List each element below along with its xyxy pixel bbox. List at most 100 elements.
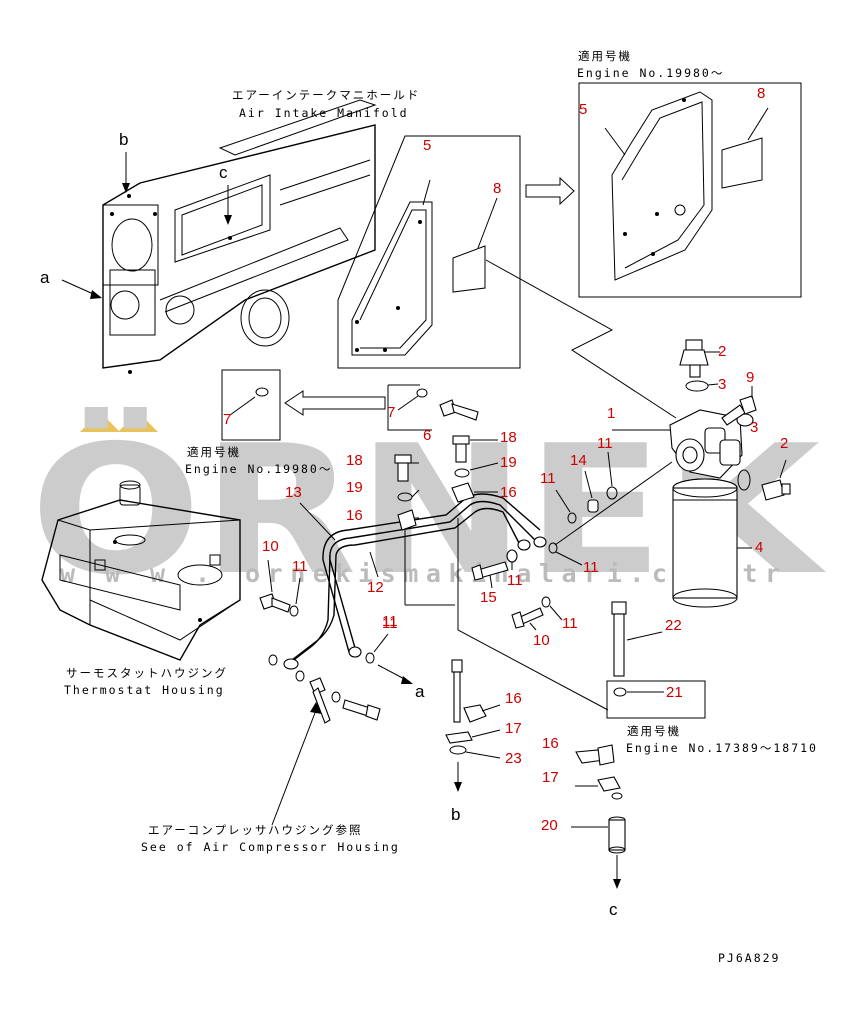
tube-assembly — [283, 493, 547, 670]
arrow-to-new-version — [525, 176, 575, 206]
callout-19-center: 19 — [500, 454, 517, 471]
manifold-label-en: Air Intake Manifold — [239, 106, 409, 120]
callout-23: 23 — [505, 750, 522, 767]
air-intake-manifold — [102, 99, 377, 374]
washer-11-g — [268, 654, 278, 666]
callout-16-b: 16 — [505, 690, 522, 707]
view-letter-c-top: c — [219, 163, 228, 182]
callout-16-center: 16 — [500, 484, 517, 501]
washer-11-d — [548, 542, 558, 554]
arrow-left-spacer — [284, 390, 386, 416]
leader-bracket-to-head — [485, 259, 677, 419]
watermark-accent-left — [80, 412, 120, 432]
clamp-bolt-left — [394, 454, 420, 531]
sensor-2-top — [679, 339, 720, 378]
eye-bolt-15 — [471, 549, 518, 589]
view-letter-a-left: a — [40, 268, 50, 287]
callout-12: 12 — [367, 579, 384, 596]
serial3-label-en: Engine No.17389～18710 — [626, 741, 818, 755]
washer-11-a — [606, 486, 618, 500]
callout-11-d: 11 — [583, 559, 599, 576]
o-ring-3-top — [685, 380, 709, 392]
callout-18-center: 18 — [500, 429, 517, 446]
callout-20: 20 — [541, 817, 558, 834]
callout-3-top: 3 — [718, 376, 726, 393]
compressor-label-en: See of Air Compressor Housing — [141, 840, 400, 854]
clamp-bolt-center — [451, 435, 499, 503]
callout-8-right: 8 — [757, 85, 765, 102]
serial3-label-jp: 適用号機 — [627, 724, 681, 738]
bolt-column-b — [445, 659, 501, 759]
callout-11-b: 11 — [540, 470, 556, 487]
callout-10-left: 10 — [262, 538, 279, 555]
thermostat-label-jp: サーモスタットハウジング — [66, 666, 228, 680]
callout-11-h: 11 — [382, 615, 398, 632]
washer-11-b — [567, 512, 577, 524]
filter-head — [612, 409, 754, 479]
bolt-6 — [439, 399, 479, 421]
serial1-label-jp: 適用号機 — [578, 49, 632, 63]
callout-2-right: 2 — [780, 435, 788, 452]
manifold-label-jp: エアーインテークマニホールド — [232, 88, 420, 102]
callout-11-c: 11 — [507, 572, 523, 589]
callout-19-left: 19 — [346, 479, 363, 496]
drawing-code: PJ6A829 — [718, 951, 780, 965]
washer-11-i — [295, 670, 305, 682]
callout-16-left: 16 — [346, 507, 363, 524]
callout-21: 21 — [666, 684, 683, 701]
callout-17-c: 17 — [542, 769, 559, 786]
callout-10-right: 10 — [533, 632, 550, 649]
washer-21 — [613, 687, 627, 697]
callout-9: 9 — [746, 369, 754, 386]
callout-11-f: 11 — [292, 558, 308, 575]
callout-8-center: 8 — [493, 180, 501, 197]
thermostat-housing — [41, 480, 241, 661]
callout-11-e: 11 — [562, 615, 578, 632]
callout-1: 1 — [607, 405, 615, 422]
detail-box-washer-21 — [606, 680, 706, 719]
watermark-accent-right — [118, 412, 158, 432]
view-letter-a-bottom: a — [415, 682, 425, 701]
eye-bolt-10-right — [511, 596, 551, 631]
callout-3-right: 3 — [750, 419, 758, 436]
callout-11-j: 11 — [382, 613, 398, 630]
clamp-column-c — [575, 744, 623, 800]
callout-22: 22 — [665, 617, 682, 634]
compressor-fittings — [309, 677, 381, 724]
callout-6: 6 — [423, 427, 431, 444]
callout-14: 14 — [570, 452, 587, 469]
thermostat-label-en: Thermostat Housing — [64, 683, 225, 697]
bolt-9 — [721, 386, 757, 426]
bolt-10-left — [259, 559, 299, 617]
callout-5-center: 5 — [423, 137, 431, 154]
serial2-label-jp: 適用号機 — [187, 445, 241, 459]
view-letter-b-bottom: b — [451, 805, 460, 824]
pipe-20 — [571, 816, 626, 854]
support-rod-22 — [611, 601, 663, 677]
serial1-label-en: Engine No.19980～ — [577, 66, 724, 80]
callout-15: 15 — [480, 589, 497, 606]
elbow-14 — [587, 499, 599, 513]
washer-11-h — [365, 652, 375, 664]
callout-4: 4 — [755, 539, 763, 556]
callout-2-top: 2 — [718, 343, 726, 360]
callout-7-center: 7 — [387, 404, 395, 421]
sensor-2-right — [761, 459, 791, 501]
callout-5-right: 5 — [579, 101, 587, 118]
oil-filter — [672, 478, 752, 608]
o-ring-right — [737, 469, 751, 491]
detail-box-bracket-new — [578, 82, 802, 298]
view-letter-b-top: b — [119, 130, 128, 149]
callout-13: 13 — [285, 484, 302, 501]
view-letter-c-bottom: c — [609, 900, 618, 919]
serial2-label-en: Engine No.19980～ — [185, 462, 332, 476]
callout-16-c: 16 — [542, 735, 559, 752]
callout-11-a: 11 — [597, 435, 613, 452]
detail-box-spacer — [221, 369, 432, 441]
callout-17-b: 17 — [505, 720, 522, 737]
leader-to-column-c — [457, 518, 609, 711]
detail-box-bracket — [337, 135, 521, 369]
callout-18-left: 18 — [346, 452, 363, 469]
compressor-label-jp: エアーコンプレッサハウジング参照 — [148, 823, 363, 837]
